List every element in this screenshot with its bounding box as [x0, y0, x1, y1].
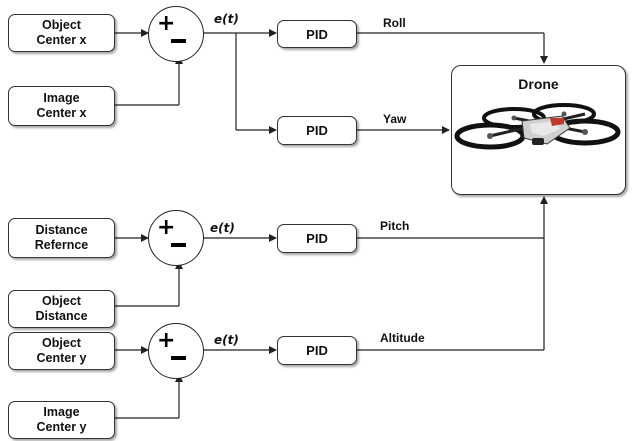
- label-line-1: Distance: [35, 223, 87, 237]
- output-label-roll: Roll: [383, 16, 406, 30]
- pid-altitude: PID: [277, 336, 357, 365]
- plus-sign: +: [157, 328, 175, 353]
- output-label-pitch: Pitch: [380, 219, 409, 233]
- summing-junction-distance: +: [148, 210, 204, 266]
- drone-block: Drone: [451, 65, 626, 195]
- error-label-distance: e(t): [210, 221, 235, 235]
- label-line-1: Object: [42, 18, 81, 32]
- label-line-2: Distance: [35, 309, 87, 323]
- pid-roll: PID: [277, 20, 357, 48]
- summing-junction-y: +: [148, 323, 204, 379]
- label-line-1: Object: [42, 294, 81, 308]
- label-line-2: Center x: [36, 106, 86, 120]
- minus-sign: [171, 356, 186, 360]
- pid-pitch: PID: [277, 224, 357, 253]
- label-line-1: Image: [43, 91, 79, 105]
- minus-sign: [171, 243, 186, 247]
- label-line-2: Refernce: [35, 238, 89, 252]
- pid-yaw: PID: [277, 116, 357, 145]
- output-label-yaw: Yaw: [383, 112, 406, 126]
- label-line-1: Object: [42, 336, 81, 350]
- error-label-y: e(t): [214, 333, 239, 347]
- output-label-altitude: Altitude: [380, 331, 425, 345]
- summing-junction-x: +: [148, 6, 204, 62]
- label-line-2: Center y: [36, 420, 86, 434]
- plus-sign: +: [157, 215, 175, 240]
- pid-label: PID: [306, 27, 328, 42]
- plus-sign: +: [157, 11, 175, 36]
- label-line-2: Center x: [36, 33, 86, 47]
- minus-sign: [171, 39, 186, 43]
- label-line-1: Image: [43, 405, 79, 419]
- pid-label: PID: [306, 231, 328, 246]
- error-label-x: e(t): [214, 12, 239, 26]
- pid-label: PID: [306, 343, 328, 358]
- label-line-2: Center y: [36, 351, 86, 365]
- pid-label: PID: [306, 123, 328, 138]
- quadcopter-drone-icon: [452, 66, 627, 196]
